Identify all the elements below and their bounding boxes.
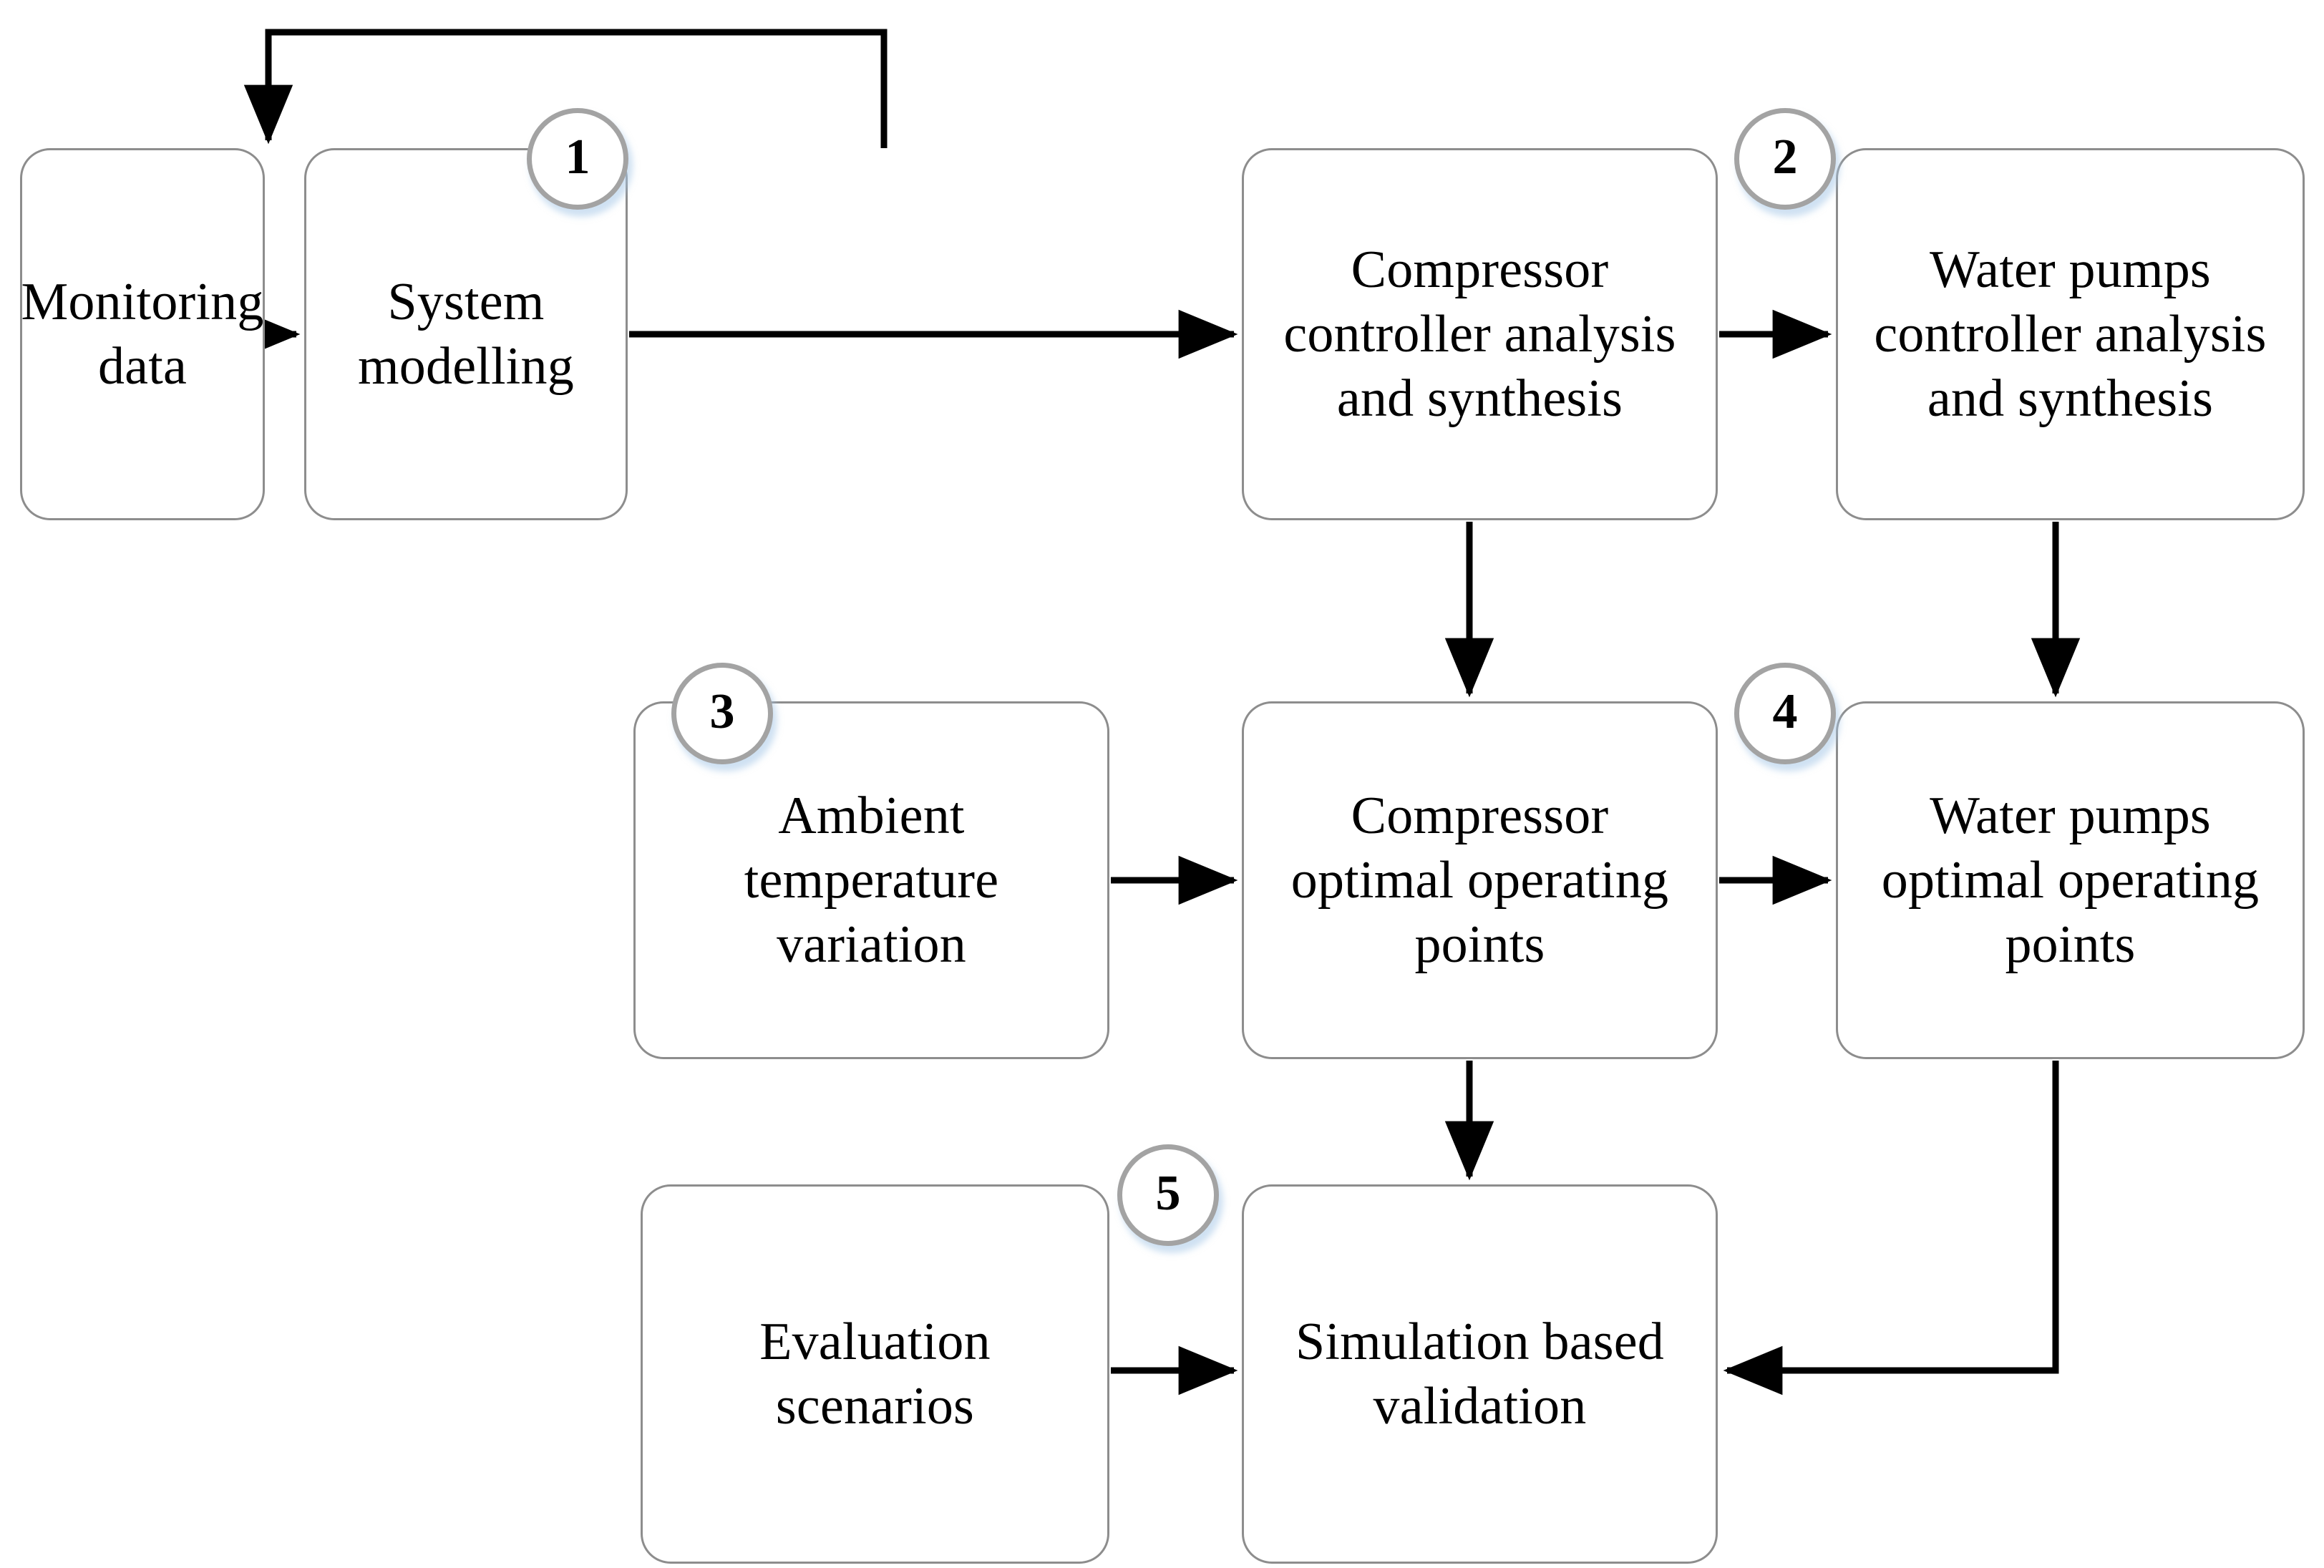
edge-waterpumps-optimal-to-sim: [1723, 1061, 2059, 1396]
step-badge-2: 2: [1734, 108, 1836, 210]
edge-system-feedback-to-monitoring: [243, 29, 888, 148]
node-system-modelling[interactable]: System modelling: [304, 148, 628, 520]
step-badge-2-number: 2: [1772, 130, 1798, 185]
step-badge-5-number: 5: [1155, 1166, 1181, 1221]
step-badge-1: 1: [527, 108, 628, 210]
node-monitoring-data-label: Monitoring data: [21, 272, 264, 396]
node-monitoring-data[interactable]: Monitoring data: [20, 148, 265, 520]
step-badge-4: 4: [1734, 663, 1836, 764]
step-badge-4-number: 4: [1772, 684, 1798, 739]
step-badge-5: 5: [1117, 1144, 1219, 1246]
step-badge-3-number: 3: [709, 684, 735, 739]
step-badge-3: 3: [671, 663, 773, 764]
step-badge-1-number: 1: [565, 130, 590, 185]
node-system-modelling-label: System modelling: [358, 272, 574, 396]
